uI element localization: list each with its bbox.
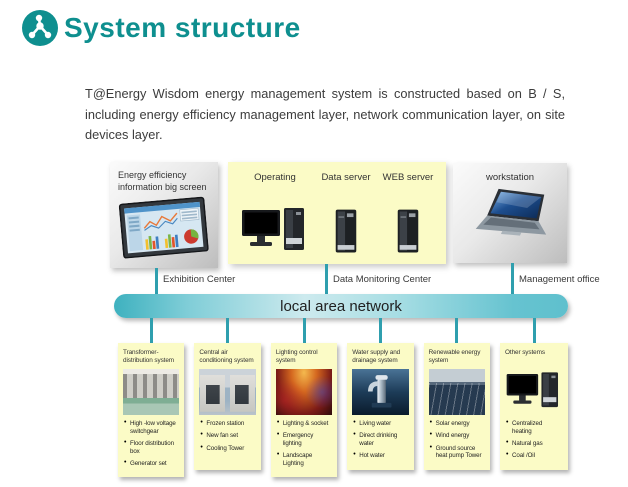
system-title: Water supply and drainage system bbox=[352, 349, 401, 364]
system-title: Renewable energy system bbox=[428, 349, 481, 364]
operating-station: Operating bbox=[240, 172, 310, 257]
operating-label: Operating bbox=[254, 172, 296, 183]
cooling-units-photo bbox=[199, 369, 256, 415]
system-bullets: Lighting & socket Emergency lighting Lan… bbox=[276, 419, 332, 472]
bullet-item: Living water bbox=[352, 419, 408, 428]
system-column-lighting: Lighting control system Lighting & socke… bbox=[270, 318, 338, 478]
workstation-box: workstation bbox=[453, 163, 567, 263]
molecule-icon bbox=[22, 10, 58, 46]
desktop-computer-icon bbox=[505, 369, 563, 415]
system-card-lighting: Lighting control system Lighting & socke… bbox=[270, 343, 338, 478]
bullet-item: Centralized heating bbox=[505, 419, 563, 436]
system-title: Lighting control system bbox=[275, 349, 318, 364]
system-bullets: Frozen station New fan set Cooling Tower bbox=[199, 419, 255, 457]
system-column-hvac: Central air conditioning system Frozen s… bbox=[194, 318, 261, 477]
data-center-box: Operating Data server W bbox=[228, 162, 446, 264]
connector-line bbox=[149, 318, 153, 343]
bullet-item: New fan set bbox=[199, 431, 255, 440]
laptop-icon bbox=[470, 187, 550, 247]
bullet-item: Hot water bbox=[352, 451, 408, 460]
system-title: Other systems bbox=[505, 349, 545, 356]
connector-line-office bbox=[511, 263, 514, 295]
system-card-other: Other systems Centralized heating bbox=[500, 343, 569, 470]
exhibition-center-label: Exhibition Center bbox=[163, 274, 236, 285]
page-title: System structure bbox=[64, 12, 301, 43]
bullet-item: Floor distribution box bbox=[123, 439, 179, 456]
bullet-item: Emergency lighting bbox=[276, 431, 332, 448]
faucet-photo bbox=[352, 369, 409, 415]
bullet-item: Solar energy bbox=[429, 419, 485, 428]
switchgear-room-photo bbox=[123, 369, 180, 415]
management-office-label: Management office bbox=[519, 274, 600, 285]
system-bullets: Living water Direct drinking water Hot w… bbox=[352, 419, 408, 465]
bullet-item: Direct drinking water bbox=[352, 431, 408, 448]
intro-paragraph: T@Energy Wisdom energy management system… bbox=[85, 86, 565, 143]
system-card-hvac: Central air conditioning system Frozen s… bbox=[194, 343, 261, 470]
local-area-network-bar: local area network bbox=[114, 294, 568, 318]
system-title: Transformer-distribution system bbox=[123, 349, 175, 364]
connector-line bbox=[455, 318, 459, 343]
connector-line bbox=[532, 318, 536, 343]
bullet-item: Generator set bbox=[123, 459, 179, 468]
server-tower-icon bbox=[397, 209, 419, 253]
data-monitoring-center-label: Data Monitoring Center bbox=[333, 274, 432, 285]
system-bullets: Solar energy Wind energy Ground source h… bbox=[429, 419, 485, 465]
connector-line bbox=[226, 318, 230, 343]
bullet-item: Natural gas bbox=[505, 439, 563, 448]
system-column-renewable: Renewable energy system Solar energy Win… bbox=[423, 318, 491, 477]
system-card-water: Water supply and drainage system bbox=[347, 343, 414, 470]
desktop-computer-icon bbox=[242, 208, 304, 250]
bullet-item: Wind energy bbox=[429, 431, 485, 440]
connector-line bbox=[378, 318, 382, 343]
system-column-other: Other systems Centralized heating bbox=[500, 318, 569, 477]
system-bullets: Centralized heating Natural gas Coal /Oi… bbox=[505, 419, 563, 465]
bullet-item: High -low voltage switchgear bbox=[123, 419, 179, 436]
bullet-item: Frozen station bbox=[199, 419, 255, 428]
connector-line bbox=[302, 318, 306, 343]
system-title: Central air conditioning system bbox=[199, 349, 254, 364]
system-column-transformer: Transformer-distribution system High -lo… bbox=[118, 318, 185, 478]
lan-label: local area network bbox=[280, 297, 402, 315]
bullet-item: Cooling Tower bbox=[199, 444, 255, 453]
system-column-water: Water supply and drainage system bbox=[347, 318, 414, 477]
system-card-renewable: Renewable energy system Solar energy Win… bbox=[423, 343, 491, 470]
bullet-item: Lighting & socket bbox=[276, 419, 332, 428]
system-bullets: High -low voltage switchgear Floor distr… bbox=[123, 419, 179, 472]
web-server-label: WEB server bbox=[382, 172, 434, 183]
system-card-transformer: Transformer-distribution system High -lo… bbox=[118, 343, 185, 478]
exhibition-box: Energy efficiency information big screen bbox=[110, 162, 218, 268]
web-server-station: WEB server bbox=[382, 172, 434, 257]
data-server-station: Data server bbox=[320, 172, 372, 257]
connector-line-exhibition bbox=[155, 268, 158, 295]
data-server-label: Data server bbox=[321, 172, 371, 183]
workstation-label: workstation bbox=[485, 172, 535, 183]
exhibition-box-label: Energy efficiency information big screen bbox=[118, 170, 207, 192]
server-tower-icon bbox=[335, 209, 357, 253]
dashboard-screen-graphic bbox=[118, 197, 210, 265]
connector-line-data-center bbox=[325, 264, 328, 295]
solar-panels-photo bbox=[428, 369, 486, 415]
interior-lighting-photo bbox=[275, 369, 333, 415]
bullet-item: Ground source heat pump Tower bbox=[429, 444, 485, 461]
device-systems-row: Transformer-distribution system High -lo… bbox=[118, 318, 569, 478]
bullet-item: Landscape Lighting bbox=[276, 451, 332, 468]
bullet-item: Coal /Oil bbox=[505, 451, 563, 460]
